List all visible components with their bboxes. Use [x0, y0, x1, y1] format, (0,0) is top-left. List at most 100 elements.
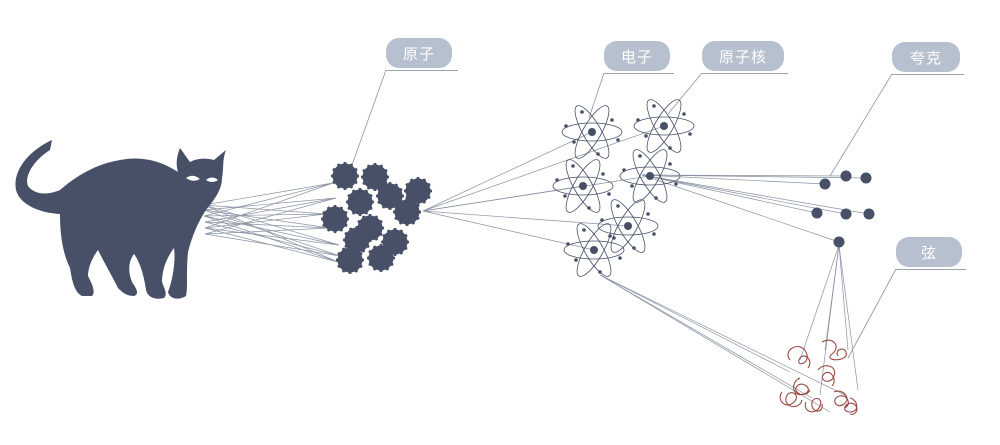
atom-ball-bump	[337, 163, 341, 167]
atom-ball-bump	[385, 267, 389, 271]
atom-ball-bump	[368, 262, 372, 266]
atom-ball-bump	[385, 245, 389, 249]
atom-ball-bump	[382, 183, 386, 187]
atom-ball-bump	[359, 264, 363, 268]
string-loop-icon	[779, 391, 803, 408]
atom-ball-bump	[362, 169, 366, 173]
atom-orbit-icon	[597, 199, 659, 253]
electron-dot	[646, 212, 650, 216]
electron-dot	[668, 146, 672, 150]
atom-ball-bump	[332, 168, 336, 172]
atom-ball-bump	[354, 269, 358, 273]
atom-ball-bump	[391, 256, 396, 260]
cat-to-atom-line	[204, 197, 337, 223]
atom-ball-bump	[416, 216, 420, 220]
atom-ball-bump	[337, 252, 341, 256]
atom-ball	[362, 164, 388, 190]
atom-ball-bump	[335, 258, 340, 262]
quark-dot	[840, 170, 852, 182]
atom-ball	[332, 163, 358, 189]
atom-cluster	[320, 161, 433, 275]
atom-ball-bump	[355, 225, 359, 230]
atom-ball-bump	[394, 204, 398, 208]
atom-ball-bump	[333, 229, 337, 234]
atom-ball-bump	[368, 213, 372, 218]
atom-ball	[347, 189, 373, 215]
atom-ball-bump	[348, 270, 352, 275]
atom-ball	[322, 206, 348, 232]
label-string-underline	[896, 269, 966, 270]
electron-dot	[668, 162, 672, 166]
electron-orbital-group	[552, 99, 695, 277]
electron-dot	[654, 196, 658, 200]
orbit-ring	[565, 159, 601, 213]
nucleus-dot	[588, 128, 596, 136]
atom-ball-bump	[343, 161, 347, 166]
electron-dot	[571, 164, 575, 168]
atom-ball-bump	[422, 178, 426, 182]
electron-dot	[688, 132, 692, 136]
orbit-ring	[576, 223, 612, 277]
atom-orbit-icon	[552, 159, 614, 213]
atom-ball-bump	[344, 244, 348, 248]
label-leader-quark	[829, 73, 893, 177]
label-leader-electron	[588, 72, 605, 119]
atom-ball-bump	[394, 216, 398, 220]
electron-dot	[622, 168, 626, 172]
label-electron: 电子	[604, 41, 670, 71]
atom-ball-bump	[384, 169, 388, 173]
electron-dot	[566, 242, 570, 246]
atom-ball-bump	[367, 238, 372, 242]
atom-ball-bump	[358, 212, 362, 217]
electron-dot	[652, 104, 656, 108]
label-electron-text: 电子	[620, 47, 653, 66]
orbit-ring	[632, 149, 668, 203]
cat-to-atom-line	[204, 227, 340, 246]
atom-ball-bump	[337, 264, 341, 268]
cat-to-atom-line	[203, 209, 341, 257]
atom-ball-bump	[417, 210, 422, 214]
atom-ball-bump	[394, 183, 398, 187]
string-loops	[779, 339, 858, 415]
atom-ball-bump	[388, 181, 392, 186]
atom-ball-bump	[352, 211, 356, 215]
label-atom: 原子	[386, 38, 452, 68]
atom-ball-bump	[377, 188, 381, 192]
quark-to-string-line	[838, 244, 859, 391]
orbit-ring	[646, 99, 682, 153]
atom-ball-bump	[327, 228, 331, 232]
quark-dot	[840, 208, 852, 220]
atom-orbit-icon	[633, 99, 695, 153]
atom-to-string-line	[599, 274, 831, 413]
orbit-ring	[563, 240, 625, 260]
atom-ball-bump	[327, 206, 331, 210]
quark-group	[811, 170, 875, 248]
atom-ball-bump	[374, 215, 378, 219]
electron-dot	[610, 118, 614, 122]
orbit-ring	[633, 116, 695, 136]
nucleus-dot	[624, 222, 632, 230]
string-loop-icon	[787, 346, 811, 369]
electron-dot	[638, 154, 642, 158]
atom-ball-bump	[339, 206, 343, 210]
string-loop-icon	[821, 339, 847, 361]
atom-ball-bump	[380, 240, 385, 244]
atom-ball-bump	[342, 269, 346, 273]
electron-dot	[616, 138, 620, 142]
electron-dot	[600, 218, 604, 222]
atom-ball-bump	[362, 181, 366, 185]
electron-dot	[632, 246, 636, 250]
label-atom-text: 原子	[402, 44, 435, 63]
nucleus-dot	[579, 182, 587, 190]
quark-to-string-line	[799, 244, 840, 361]
atom-ball-bump	[333, 204, 337, 209]
atom-ball-bump	[390, 250, 394, 254]
label-electron-underline	[604, 73, 674, 74]
electron-dot	[580, 110, 584, 114]
cat-to-atom-line	[204, 227, 331, 235]
atom-ball-bump	[393, 252, 397, 257]
electron-dot	[682, 112, 686, 116]
atom-ball	[377, 183, 403, 209]
orbit-ring	[552, 176, 614, 196]
